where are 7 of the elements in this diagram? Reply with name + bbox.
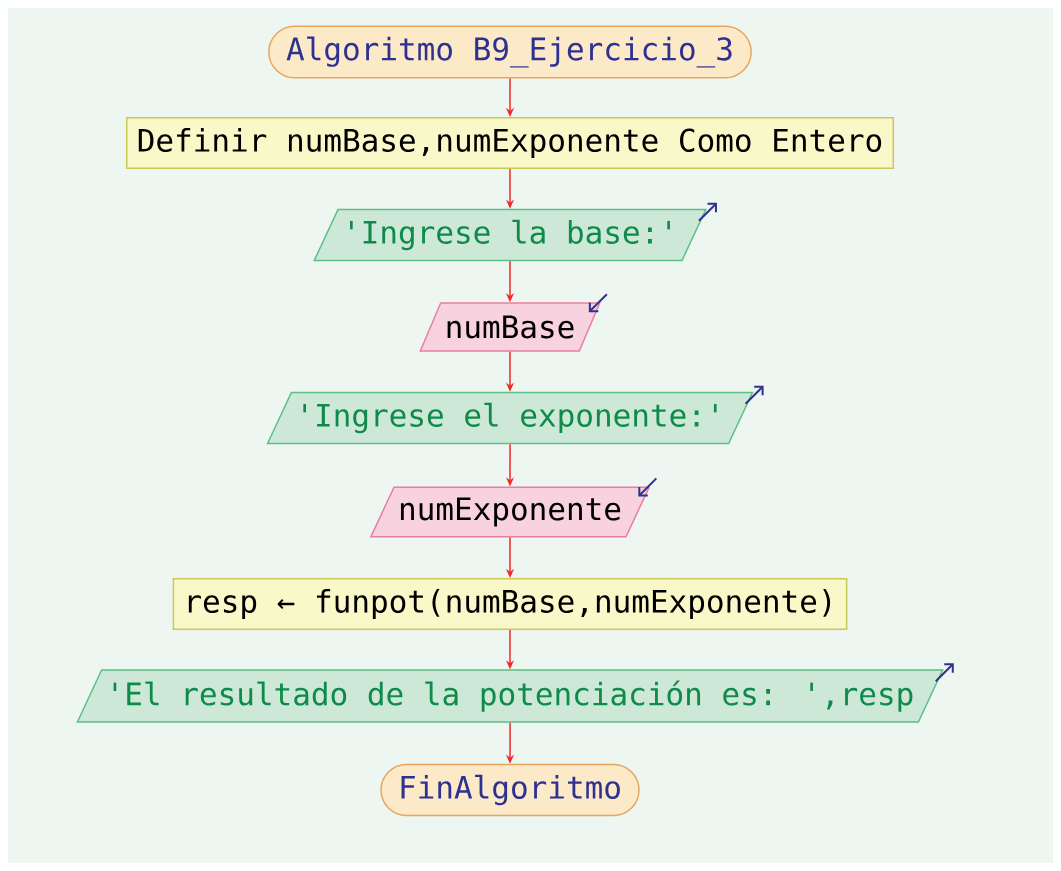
process-box: Definir numBase,numExponente Como Entero [126,116,895,170]
terminal-box: Algoritmo B9_Ejercicio_3 [268,25,752,79]
process-box: resp ← funpot(numBase,numExponente) [172,577,848,631]
output-parallelogram: 'Ingrese el exponente:' [266,391,754,445]
terminal-box: FinAlgoritmo [380,763,640,817]
output-parallelogram: 'El resultado de la potenciación es: ',resp [76,669,944,723]
output-parallelogram: 'Ingrese la base:' [313,208,707,262]
